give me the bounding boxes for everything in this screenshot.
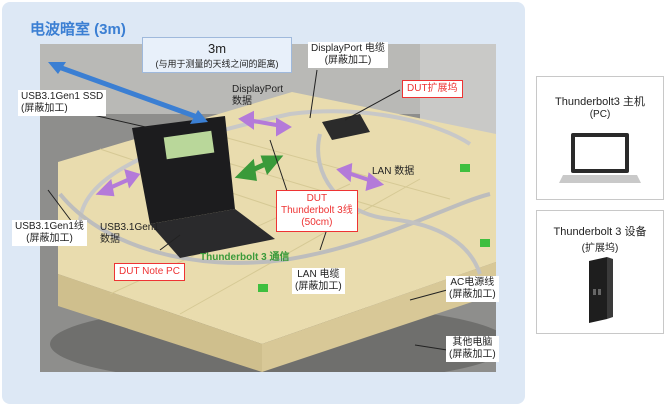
- laptop-icon: [559, 133, 641, 183]
- label-other-pc: 其他电脑 (屏蔽加工): [446, 336, 499, 362]
- label-displayport-cable: DisplayPort 电缆 (屏蔽加工): [308, 42, 388, 68]
- laptop-screen: [132, 116, 235, 224]
- host-card: Thunderbolt3 主机 (PC): [536, 76, 664, 200]
- label-lan-cable: LAN 电缆 (屏蔽加工): [292, 268, 345, 294]
- host-card-title: Thunderbolt3 主机: [555, 96, 645, 108]
- dock-device: [322, 114, 370, 140]
- label-tb-comm: Thunderbolt 3 通信: [200, 252, 290, 263]
- label-usb-ssd: USB3.1Gen1 SSD (屏蔽加工): [18, 90, 107, 116]
- distance-callout: 3m (与用于测量的天线之间的距离): [142, 37, 292, 73]
- label-usb-data: USB3.1Gen1 数据: [100, 222, 159, 245]
- dock-icon: [589, 257, 613, 323]
- label-dut-tb-cable: DUT Thunderbolt 3线 (50cm): [276, 190, 358, 232]
- label-dut-dock: DUT扩展坞: [402, 80, 463, 98]
- device-card-sub: (扩展坞): [581, 243, 619, 254]
- chamber-title: 电波暗室 (3m): [30, 21, 126, 38]
- distance-value: 3m: [207, 41, 227, 56]
- label-usb-cable: USB3.1Gen1线 (屏蔽加工): [12, 220, 87, 246]
- label-lan-data: LAN 数据: [372, 166, 415, 177]
- label-displayport-data: DisplayPort 数据: [232, 84, 284, 107]
- device-card-title: Thunderbolt 3 设备: [553, 226, 647, 238]
- label-dut-note-pc: DUT Note PC: [114, 263, 185, 281]
- device-card: Thunderbolt 3 设备 (扩展坞): [536, 210, 664, 334]
- distance-note: (与用于测量的天线之间的距离): [155, 59, 279, 69]
- host-card-sub: (PC): [589, 109, 611, 120]
- laptop-base: [150, 209, 275, 258]
- label-ac-cable: AC电源线 (屏蔽加工): [446, 276, 499, 302]
